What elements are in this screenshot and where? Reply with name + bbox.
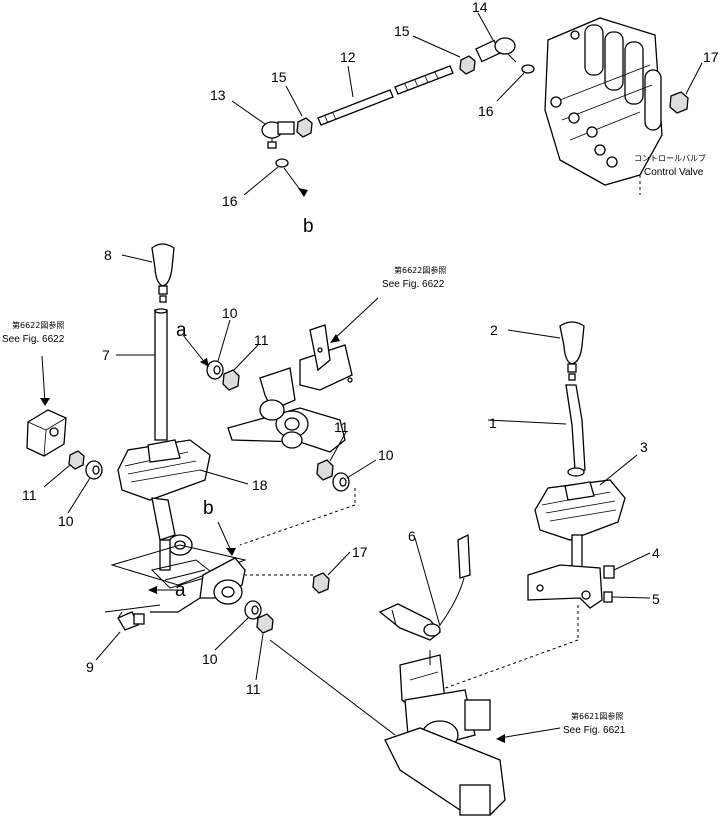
callout-15-left: 15 [271, 69, 287, 85]
lever-6 [378, 533, 471, 641]
callout-17-top: 17 [703, 49, 719, 65]
callout-8: 8 [104, 247, 112, 263]
callout-18: 18 [252, 477, 268, 493]
ref-6622-top-en: See Fig. 6622 [382, 279, 445, 290]
ref-6622-left-en: See Fig. 6622 [2, 334, 65, 345]
nut-11-upper [222, 369, 240, 391]
control-valve-en: Control Valve [644, 167, 704, 178]
callout-2: 2 [490, 322, 498, 338]
bracket-center [227, 324, 353, 453]
nut-15-right [459, 55, 476, 75]
callout-15-right: 15 [394, 23, 410, 39]
knob-8 [151, 243, 175, 303]
nut-17-bottom [312, 572, 330, 594]
nut-10-bottom [244, 600, 262, 620]
callout-10-left: 10 [58, 513, 74, 529]
callout-16-right: 16 [478, 103, 494, 119]
callout-3: 3 [640, 439, 648, 455]
boot-18 [117, 439, 211, 501]
ref-6622-top-jp: 第6622図参照 [394, 265, 446, 275]
nut-11-center [316, 459, 334, 481]
ref-6622-left-jp: 第6622図参照 [12, 320, 64, 330]
pin-4 [603, 565, 615, 579]
ball-joint-14 [475, 37, 517, 63]
letter-b-upper: b [303, 216, 314, 237]
callout-17-bottom: 17 [352, 544, 368, 560]
base-assembly [384, 650, 506, 816]
grease-fitting-9 [117, 611, 145, 631]
nut-10-upper [206, 360, 224, 380]
washer-16-left [275, 158, 289, 168]
ref-6621-jp: 第6621図参照 [571, 711, 623, 721]
rod-12 [317, 65, 454, 126]
ref-6621-en: See Fig. 6621 [563, 725, 626, 736]
callout-11-left: 11 [22, 487, 37, 503]
callout-11-bottom: 11 [246, 681, 261, 697]
nut-10-center [332, 472, 350, 492]
nut-15-left [296, 117, 313, 138]
lever-bracket [151, 497, 193, 571]
bracket-b [150, 557, 246, 613]
callout-16-left: 16 [222, 193, 238, 209]
callout-13: 13 [210, 87, 226, 103]
nut-11-bottom [256, 613, 274, 634]
letter-b-lower: b [203, 498, 214, 519]
callout-11-center: 11 [334, 419, 349, 435]
callout-14: 14 [472, 0, 488, 15]
ball-joint-13 [261, 121, 295, 149]
washer-16-right [521, 64, 535, 74]
callout-1: 1 [489, 415, 497, 431]
nut-10-left [85, 460, 103, 480]
callout-6: 6 [408, 528, 416, 544]
callout-12: 12 [340, 49, 356, 65]
callout-4: 4 [652, 545, 660, 561]
pin-5 [603, 591, 613, 603]
boot-3 [534, 479, 626, 541]
callout-7: 7 [102, 347, 110, 363]
control-valve-jp: コントロールバルブ [634, 153, 706, 163]
nut-17-top [669, 91, 689, 114]
lever-7 [154, 308, 168, 441]
letter-a-upper: a [176, 320, 187, 341]
callout-9: 9 [86, 659, 94, 675]
lever-1 [565, 384, 586, 477]
callout-10-upper: 10 [222, 305, 238, 321]
block-see-fig-6622 [26, 409, 67, 457]
control-valve [544, 17, 663, 195]
callout-10-bottom: 10 [202, 651, 218, 667]
lever-bracket-right [527, 534, 603, 609]
callout-10-center: 10 [378, 447, 394, 463]
callout-11-upper: 11 [254, 332, 269, 348]
letter-a-lower: a [175, 580, 186, 601]
callout-5: 5 [652, 591, 660, 607]
knob-2 [559, 321, 585, 381]
nut-11-left [68, 450, 85, 470]
